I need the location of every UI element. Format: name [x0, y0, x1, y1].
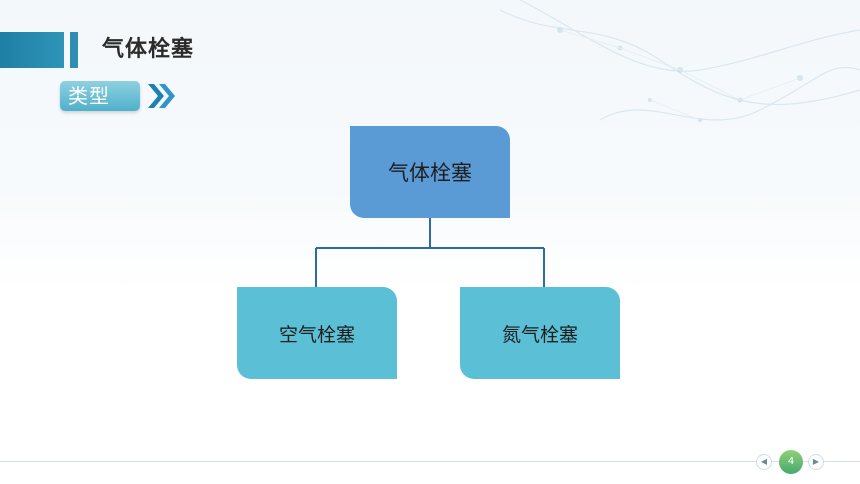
prev-slide-button[interactable]: ◀ [756, 454, 772, 470]
title-accent-stripe [70, 32, 78, 68]
diagram-node-root: 气体栓塞 [350, 126, 510, 218]
slide-pager: ◀ 4 ▶ [752, 450, 828, 474]
background-decoration [499, 0, 860, 122]
next-slide-button[interactable]: ▶ [808, 454, 824, 470]
section-tag: 类型 [60, 81, 140, 111]
double-chevron-right-icon [148, 84, 175, 108]
diagram-node-nitrogen-embolism: 氮气栓塞 [460, 287, 620, 379]
page-title: 气体栓塞 [102, 37, 195, 62]
diagram-node-air-embolism: 空气栓塞 [237, 287, 397, 379]
triangle-right-icon: ▶ [812, 457, 820, 466]
page-number: 4 [779, 450, 803, 474]
triangle-left-icon: ◀ [760, 457, 768, 466]
footer-divider [0, 461, 860, 462]
title-accent-bar [0, 32, 64, 68]
